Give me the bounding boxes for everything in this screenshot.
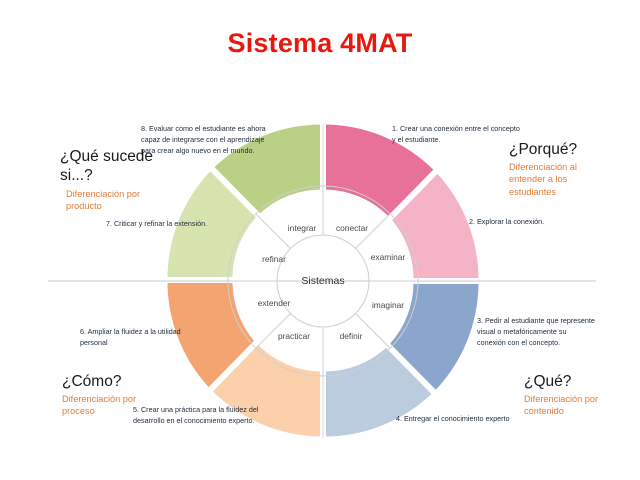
- segment-1-conectar[interactable]: [325, 123, 435, 218]
- inner-ring-spokes: [228, 186, 418, 376]
- note-5: 5. Crear una práctica para la fluidez de…: [133, 405, 259, 425]
- quadrant-porque-subtitle: Diferenciación al entender a los estudia…: [509, 162, 577, 197]
- note-8: 8. Evaluar como el estudiante es ahora c…: [141, 124, 266, 155]
- segment-3-imaginar[interactable]: [388, 283, 480, 392]
- note-1: 1. Crear una conexión entre el concepto …: [392, 124, 520, 144]
- quadrant-como-subtitle: Diferenciación por proceso: [62, 394, 137, 417]
- segment-5-practicar[interactable]: [211, 343, 321, 438]
- ring-label-practicar[interactable]: practicar: [277, 331, 311, 341]
- center-label: Sistemas: [301, 275, 345, 287]
- quadrant-como-title: ¿Cómo?: [62, 373, 122, 390]
- ring-label-conectar[interactable]: conectar: [335, 223, 369, 233]
- segment-4-definir[interactable]: [325, 346, 433, 438]
- ring-label-definir[interactable]: definir: [339, 331, 363, 341]
- quadrant-que-sucede-si-subtitle: Diferenciación por producto: [66, 189, 141, 212]
- ring-label-examinar[interactable]: examinar: [370, 252, 406, 262]
- ring-label-imaginar[interactable]: imaginar: [371, 300, 405, 310]
- note-3: 3. Pedir al estudiante que represente vi…: [477, 316, 595, 347]
- segment-6-extender[interactable]: [166, 282, 256, 389]
- ring-label-extender[interactable]: extender: [257, 298, 291, 308]
- note-2: 2. Explorar la conexión.: [469, 217, 545, 226]
- note-4: 4. Entregar el conocimiento experto: [396, 414, 510, 423]
- note-7: 7. Criticar y refinar la extensión.: [106, 219, 208, 228]
- quadrant-porque-title: ¿Porqué?: [509, 141, 578, 158]
- segment-7-refinar[interactable]: [166, 169, 258, 278]
- segment-8-integrar[interactable]: [213, 123, 321, 215]
- ring-label-integrar[interactable]: integrar: [287, 223, 317, 233]
- outer-ring-segments: [166, 123, 480, 438]
- ring-label-refinar[interactable]: refinar: [262, 254, 286, 264]
- note-6: 6. Ampliar la fluidez a la utilidad pers…: [80, 327, 181, 347]
- quadrant-que-sucede-si-title: ¿Qué sucede si...?: [60, 148, 154, 184]
- quadrant-que-subtitle: Diferenciación por contenido: [524, 394, 599, 417]
- page-title: Sistema 4MAT: [227, 28, 413, 58]
- quadrant-que-title: ¿Qué?: [524, 373, 572, 390]
